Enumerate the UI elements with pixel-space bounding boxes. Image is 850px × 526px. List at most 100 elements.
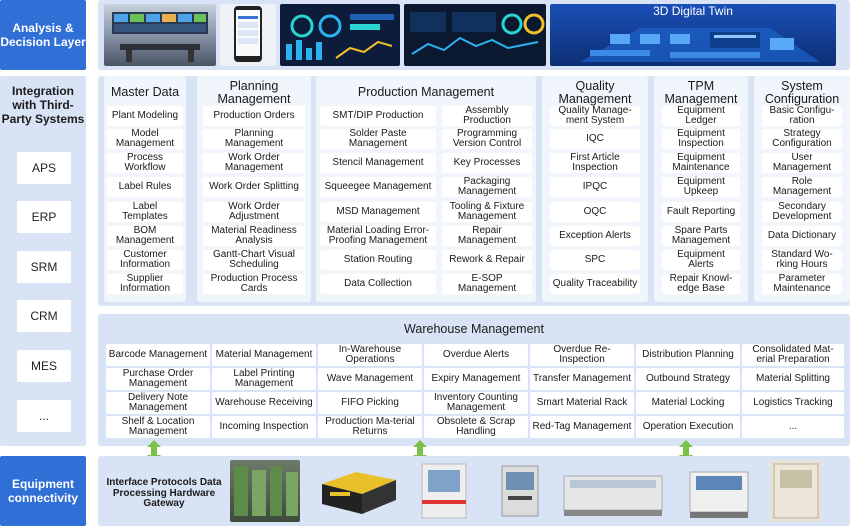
module-station-routing[interactable]: Station Routing <box>320 250 436 270</box>
warehouse-module[interactable]: Wave Management <box>318 368 422 390</box>
warehouse-module[interactable]: Transfer Management <box>530 368 634 390</box>
warehouse-module[interactable]: In-Warehouse Operations <box>318 344 422 366</box>
module-oqc[interactable]: OQC <box>550 202 640 222</box>
column-title-master-data: Master Data <box>110 85 180 99</box>
module-production-orders[interactable]: Production Orders <box>203 106 305 126</box>
system-crm[interactable]: CRM <box>17 300 71 332</box>
column-master-data: Master Data Plant Modeling Model Managem… <box>104 76 186 302</box>
module-repair-knowledge-base[interactable]: Repair Knowl-edge Base <box>662 273 740 294</box>
digital-twin-image: 3D Digital Twin <box>550 4 836 66</box>
warehouse-module[interactable]: Production Ma-terial Returns <box>318 416 422 438</box>
warehouse-module[interactable]: Overdue Alerts <box>424 344 528 366</box>
warehouse-module[interactable]: Logistics Tracking <box>742 392 844 414</box>
module-repair-management[interactable]: Repair Management <box>442 225 532 246</box>
warehouse-module[interactable]: Incoming Inspection <box>212 416 316 438</box>
module-equipment-ledger[interactable]: Equipment Ledger <box>662 105 740 126</box>
module-planning-management[interactable]: Planning Management <box>203 128 305 149</box>
module-spc[interactable]: SPC <box>550 250 640 270</box>
warehouse-module[interactable]: Operation Execution <box>636 416 740 438</box>
module-model-management[interactable]: Model Management <box>107 128 183 149</box>
module-gantt-chart-scheduling[interactable]: Gantt-Chart Visual Scheduling <box>203 249 305 270</box>
module-standard-working-hours[interactable]: Standard Wo-rking Hours <box>762 249 842 270</box>
module-exception-alerts[interactable]: Exception Alerts <box>550 226 640 246</box>
module-strategy-configuration[interactable]: Strategy Configuration <box>762 128 842 149</box>
warehouse-module[interactable]: Red-Tag Management <box>530 416 634 438</box>
placement-machine-photo <box>684 462 754 522</box>
module-fault-reporting[interactable]: Fault Reporting <box>662 202 740 222</box>
reflow-oven-photo <box>560 462 666 522</box>
warehouse-module[interactable]: Smart Material Rack <box>530 392 634 414</box>
warehouse-module[interactable]: Overdue Re-Inspection <box>530 344 634 366</box>
module-customer-information[interactable]: Customer Information <box>107 249 183 270</box>
module-data-collection[interactable]: Data Collection <box>320 274 436 294</box>
warehouse-module[interactable]: Distribution Planning <box>636 344 740 366</box>
warehouse-module[interactable]: FIFO Picking <box>318 392 422 414</box>
warehouse-module[interactable]: Warehouse Receiving <box>212 392 316 414</box>
module-rework-repair[interactable]: Rework & Repair <box>442 250 532 270</box>
module-programming-version-control[interactable]: Programming Version Control <box>442 128 532 149</box>
module-data-dictionary[interactable]: Data Dictionary <box>762 226 842 246</box>
module-e-sop-management[interactable]: E-SOP Management <box>442 273 532 294</box>
module-user-management[interactable]: User Management <box>762 152 842 173</box>
control-room-image <box>104 4 216 66</box>
module-bom-management[interactable]: BOM Management <box>107 225 183 246</box>
column-title-quality: Quality Management <box>558 79 632 106</box>
warehouse-module[interactable]: Outbound Strategy <box>636 368 740 390</box>
layer-label-analysis: Analysis & Decision Layer <box>0 0 86 70</box>
module-supplier-information[interactable]: Supplier Information <box>107 273 183 294</box>
module-stencil-management[interactable]: Stencil Management <box>320 153 436 173</box>
module-quality-traceability[interactable]: Quality Traceability <box>550 274 640 294</box>
module-equipment-alerts[interactable]: Equipment Alerts <box>662 249 740 270</box>
system-aps[interactable]: APS <box>17 152 71 184</box>
module-key-processes[interactable]: Key Processes <box>442 153 532 173</box>
module-quality-management-system[interactable]: Quality Manage-ment System <box>550 105 640 126</box>
module-plant-modeling[interactable]: Plant Modeling <box>107 106 183 126</box>
system-mes[interactable]: MES <box>17 350 71 382</box>
module-secondary-development[interactable]: Secondary Development <box>762 201 842 222</box>
warehouse-module[interactable]: Shelf & Location Management <box>106 416 210 438</box>
module-label-templates[interactable]: Label Templates <box>107 201 183 222</box>
warehouse-module[interactable]: Delivery Note Management <box>106 392 210 414</box>
warehouse-module[interactable]: ... <box>742 416 844 438</box>
module-material-loading-error-proofing[interactable]: Material Loading Error-Proofing Manageme… <box>320 225 436 246</box>
module-role-management[interactable]: Role Management <box>762 176 842 197</box>
module-tooling-fixture-management[interactable]: Tooling & Fixture Management <box>442 201 532 222</box>
system-srm[interactable]: SRM <box>17 251 71 283</box>
module-equipment-upkeep[interactable]: Equipment Upkeep <box>662 176 740 197</box>
warehouse-module[interactable]: Inventory Counting Management <box>424 392 528 414</box>
module-work-order-adjustment[interactable]: Work Order Adjustment <box>203 201 305 222</box>
module-first-article-inspection[interactable]: First Article Inspection <box>550 152 640 173</box>
warehouse-module[interactable]: Material Splitting <box>742 368 844 390</box>
module-solder-paste-management[interactable]: Solder Paste Management <box>320 128 436 149</box>
system-more[interactable]: ... <box>17 400 71 432</box>
warehouse-module[interactable]: Purchase Order Management <box>106 368 210 390</box>
warehouse-module[interactable]: Material Management <box>212 344 316 366</box>
module-equipment-maintenance[interactable]: Equipment Maintenance <box>662 152 740 173</box>
module-label-rules[interactable]: Label Rules <box>107 177 183 197</box>
module-material-readiness-analysis[interactable]: Material Readiness Analysis <box>203 225 305 246</box>
module-msd-management[interactable]: MSD Management <box>320 202 436 222</box>
module-packaging-management[interactable]: Packaging Management <box>442 176 532 197</box>
module-work-order-splitting[interactable]: Work Order Splitting <box>203 177 305 197</box>
module-equipment-inspection[interactable]: Equipment Inspection <box>662 128 740 149</box>
warehouse-module[interactable]: Barcode Management <box>106 344 210 366</box>
module-basic-configuration[interactable]: Basic Configu-ration <box>762 105 842 126</box>
module-process-workflow[interactable]: Process Workflow <box>107 152 183 173</box>
column-production: Production Management SMT/DIP Production… <box>316 76 536 302</box>
module-assembly-production[interactable]: Assembly Production <box>442 105 532 126</box>
warehouse-module[interactable]: Material Locking <box>636 392 740 414</box>
layer-label-integration: Integration with Third-Party Systems <box>1 84 85 126</box>
module-ipqc[interactable]: IPQC <box>550 177 640 197</box>
warehouse-module[interactable]: Label Printing Management <box>212 368 316 390</box>
module-smt-dip-production[interactable]: SMT/DIP Production <box>320 106 436 126</box>
module-spare-parts-management[interactable]: Spare Parts Management <box>662 225 740 246</box>
module-parameter-maintenance[interactable]: Parameter Maintenance <box>762 273 842 294</box>
module-iqc[interactable]: IQC <box>550 129 640 149</box>
warehouse-module[interactable]: Expiry Management <box>424 368 528 390</box>
module-squeegee-management[interactable]: Squeegee Management <box>320 177 436 197</box>
system-erp[interactable]: ERP <box>17 201 71 233</box>
module-work-order-management[interactable]: Work Order Management <box>203 152 305 173</box>
warehouse-module[interactable]: Obsolete & Scrap Handling <box>424 416 528 438</box>
warehouse-module[interactable]: Consolidated Mat-erial Preparation <box>742 344 844 366</box>
module-production-process-cards[interactable]: Production Process Cards <box>203 273 305 294</box>
